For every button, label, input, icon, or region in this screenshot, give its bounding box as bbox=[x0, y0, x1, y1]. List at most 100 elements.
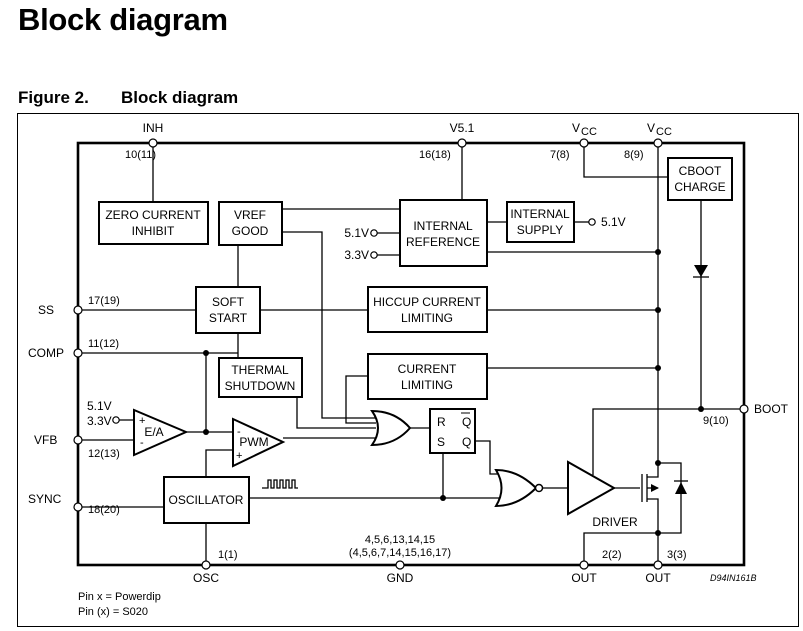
pin-boot: BOOT 9(10) bbox=[703, 402, 789, 427]
svg-text:OSCILLATOR: OSCILLATOR bbox=[169, 493, 244, 507]
svg-text:1(1): 1(1) bbox=[218, 549, 238, 561]
junctions bbox=[203, 249, 704, 536]
pin-vcc-2: V CC 8(9) bbox=[624, 121, 672, 161]
svg-text:PWM: PWM bbox=[239, 435, 268, 449]
svg-text:S: S bbox=[437, 435, 445, 449]
svg-text:GOOD: GOOD bbox=[232, 224, 269, 238]
svg-text:4,5,6,13,14,15: 4,5,6,13,14,15 bbox=[365, 534, 435, 546]
svg-text:SS: SS bbox=[38, 303, 54, 317]
svg-text:+: + bbox=[236, 450, 242, 462]
svg-text:CBOOT: CBOOT bbox=[679, 164, 722, 178]
figure-title: Block diagram bbox=[121, 88, 239, 107]
pin-sync: SYNC 18(20) bbox=[28, 492, 120, 516]
svg-text:8(9): 8(9) bbox=[624, 149, 644, 161]
current-limiting-block: CURRENT LIMITING bbox=[367, 353, 488, 400]
zero-current-inhibit-block: ZERO CURRENT INHIBIT bbox=[98, 201, 209, 245]
ref-input-terminals bbox=[112, 218, 596, 424]
figure-caption: Figure 2. Block diagram bbox=[18, 88, 238, 108]
svg-text:18(20): 18(20) bbox=[88, 504, 120, 516]
svg-text:E/A: E/A bbox=[144, 425, 163, 439]
svg-text:Pin (x) = S020: Pin (x) = S020 bbox=[78, 606, 148, 618]
svg-text:INTERNAL: INTERNAL bbox=[510, 207, 570, 221]
svg-text:5.1V: 5.1V bbox=[344, 226, 369, 240]
svg-text:R: R bbox=[437, 415, 446, 429]
pin-out-1: OUT 2(2) bbox=[571, 549, 621, 585]
pin-vfb: VFB 12(13) bbox=[34, 433, 120, 460]
page-title: Block diagram bbox=[18, 2, 228, 37]
figure-ref-code: D94IN161B bbox=[710, 573, 757, 583]
signal-labels: 5.1V 3.3V 5.1V 5.1V 3.3V bbox=[87, 215, 626, 428]
hiccup-current-limiting-block: HICCUP CURRENT LIMITING bbox=[367, 286, 488, 333]
svg-text:LIMITING: LIMITING bbox=[401, 378, 453, 392]
svg-text:5.1V: 5.1V bbox=[87, 399, 112, 413]
svg-text:THERMAL: THERMAL bbox=[231, 363, 289, 377]
figure-number: Figure 2. bbox=[18, 88, 89, 107]
svg-text:11(12): 11(12) bbox=[88, 338, 119, 350]
error-amplifier: E/A + - bbox=[133, 408, 189, 457]
svg-text:OUT: OUT bbox=[571, 571, 597, 585]
svg-text:BOOT: BOOT bbox=[754, 402, 789, 416]
pin-legend: Pin x = Powerdip Pin (x) = S020 bbox=[78, 591, 161, 618]
svg-text:-: - bbox=[237, 426, 241, 438]
svg-text:CHARGE: CHARGE bbox=[674, 180, 725, 194]
vref-good-block: VREF GOOD bbox=[218, 201, 283, 246]
svg-text:CC: CC bbox=[581, 126, 597, 138]
svg-text:SHUTDOWN: SHUTDOWN bbox=[225, 379, 296, 393]
pin-v51: V5.1 16(18) bbox=[419, 121, 475, 161]
svg-text:9(10): 9(10) bbox=[703, 415, 729, 427]
svg-text:VREF: VREF bbox=[234, 208, 266, 222]
svg-text:3.3V: 3.3V bbox=[87, 414, 112, 428]
svg-text:+: + bbox=[139, 415, 145, 427]
svg-text:12(13): 12(13) bbox=[88, 448, 120, 460]
svg-text:3(3): 3(3) bbox=[667, 549, 687, 561]
svg-text:HICCUP CURRENT: HICCUP CURRENT bbox=[373, 295, 481, 309]
svg-text:V: V bbox=[572, 121, 580, 135]
svg-text:START: START bbox=[209, 311, 248, 325]
svg-text:DRIVER: DRIVER bbox=[592, 515, 638, 529]
svg-text:17(19): 17(19) bbox=[88, 295, 120, 307]
internal-reference-block: INTERNAL REFERENCE bbox=[399, 199, 488, 267]
figure-frame bbox=[17, 113, 799, 627]
svg-text:LIMITING: LIMITING bbox=[401, 311, 453, 325]
svg-text:ZERO CURRENT: ZERO CURRENT bbox=[105, 208, 201, 222]
svg-text:COMP: COMP bbox=[28, 346, 64, 360]
svg-text:-: - bbox=[140, 437, 144, 449]
svg-text:OSC: OSC bbox=[193, 571, 219, 585]
svg-text:SUPPLY: SUPPLY bbox=[517, 223, 563, 237]
svg-text:5.1V: 5.1V bbox=[601, 215, 626, 229]
or-gate bbox=[370, 409, 412, 447]
svg-text:SOFT: SOFT bbox=[212, 295, 245, 309]
pin-vcc-1: V CC 7(8) bbox=[550, 121, 597, 161]
svg-text:GND: GND bbox=[387, 571, 414, 585]
pin-osc: OSC 1(1) bbox=[193, 549, 238, 585]
clock-pulse-icon bbox=[262, 479, 298, 489]
svg-text:OUT: OUT bbox=[645, 571, 671, 585]
boot-diode bbox=[693, 265, 709, 278]
svg-text:CC: CC bbox=[656, 126, 672, 138]
oscillator-block: OSCILLATOR bbox=[163, 476, 250, 524]
pin-comp: COMP 11(12) bbox=[28, 338, 119, 360]
svg-text:SYNC: SYNC bbox=[28, 492, 62, 506]
svg-text:2(2): 2(2) bbox=[602, 549, 622, 561]
rs-flip-flop: R S Q Q bbox=[429, 408, 476, 454]
pin-inh: INH 10(11) bbox=[125, 121, 163, 161]
svg-text:Q: Q bbox=[462, 435, 471, 449]
svg-text:Q: Q bbox=[462, 415, 471, 429]
pwm-comparator: PWM - + bbox=[232, 417, 286, 468]
thermal-shutdown-block: THERMAL SHUTDOWN bbox=[218, 357, 303, 398]
pin-out-2: OUT 3(3) bbox=[645, 549, 686, 585]
svg-text:10(11): 10(11) bbox=[125, 149, 156, 161]
svg-text:V5.1: V5.1 bbox=[450, 121, 475, 135]
pin-gnd: GND 4,5,6,13,14,15 (4,5,6,7,14,15,16,17) bbox=[349, 534, 451, 585]
svg-text:REFERENCE: REFERENCE bbox=[406, 235, 480, 249]
svg-text:16(18): 16(18) bbox=[419, 149, 451, 161]
svg-text:V: V bbox=[647, 121, 655, 135]
svg-text:3.3V: 3.3V bbox=[344, 248, 369, 262]
soft-start-block: SOFT START bbox=[195, 286, 261, 334]
svg-text:INH: INH bbox=[143, 121, 164, 135]
nand-gate bbox=[494, 468, 544, 508]
driver-buffer: DRIVER bbox=[567, 460, 638, 529]
svg-text:VFB: VFB bbox=[34, 433, 57, 447]
cboot-charge-block: CBOOT CHARGE bbox=[667, 157, 733, 201]
